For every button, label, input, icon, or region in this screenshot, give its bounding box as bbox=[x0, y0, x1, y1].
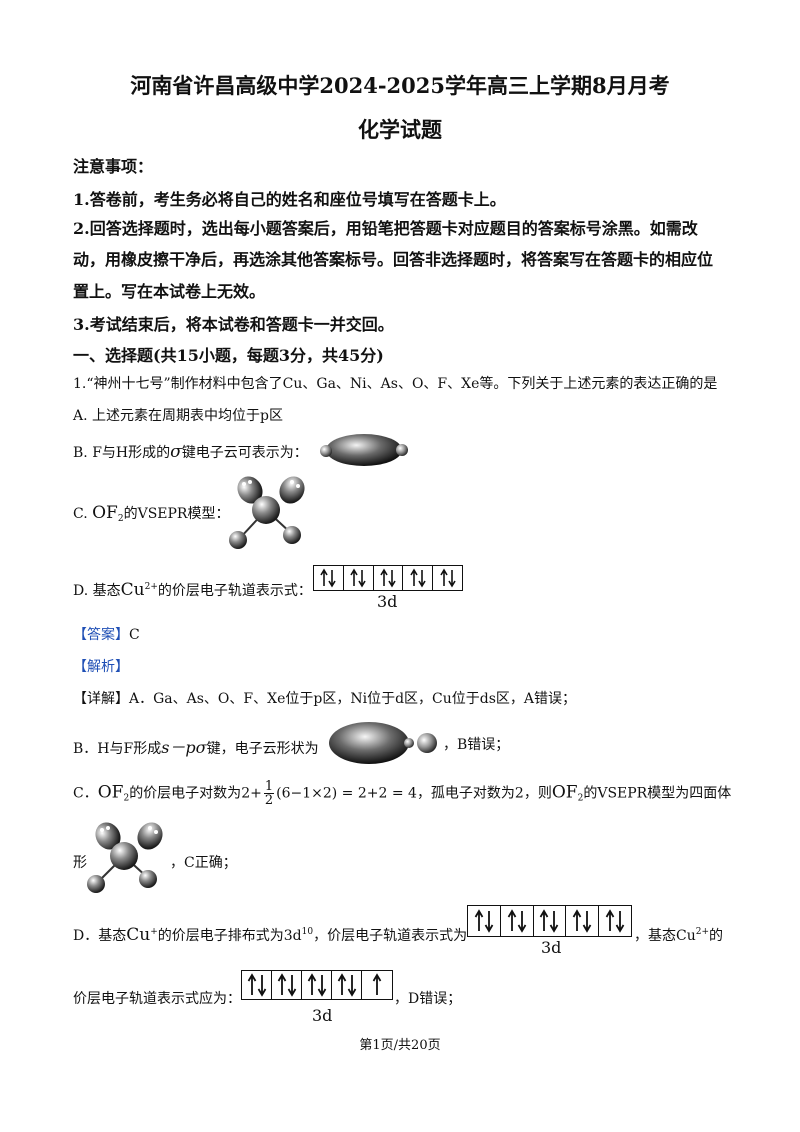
detail-b-end: ，B错误； bbox=[443, 737, 510, 753]
note-line-5: 3.考试结束后，将本试卷和答题卡一并交回。 bbox=[73, 315, 394, 334]
spin-pair-icon bbox=[350, 568, 366, 588]
spin-pair-icon bbox=[337, 973, 356, 997]
analysis-label: 【解析】 bbox=[73, 659, 129, 675]
orbital-box bbox=[468, 906, 501, 936]
spin-pair-icon bbox=[474, 909, 494, 933]
orbital-box bbox=[272, 971, 302, 999]
detail-d-line2: 价层电子轨道表示式应为： bbox=[73, 991, 241, 1007]
orbital-box bbox=[433, 566, 462, 590]
option-c: C. OF2的VSEPR模型： bbox=[73, 503, 230, 524]
orbital-box bbox=[374, 566, 404, 590]
orbital-diagram-question bbox=[313, 565, 463, 591]
orbital-label-cu-plus: 3d bbox=[541, 938, 562, 957]
spin-pair-icon bbox=[277, 973, 296, 997]
spin-pair-icon bbox=[605, 909, 625, 933]
spin-pair-icon bbox=[307, 973, 326, 997]
section-heading: 一、选择题(共15小题，每题3分，共45分) bbox=[73, 346, 384, 365]
sigma-bond-cloud-image bbox=[320, 434, 408, 466]
orbital-box bbox=[534, 906, 567, 936]
detail-d: D．基态Cu+的价层电子排布式为3d10，价层电子轨道表示式为 bbox=[73, 925, 468, 945]
detail-c-line2-start: 形 bbox=[73, 855, 87, 871]
orbital-label-question: 3d bbox=[377, 592, 398, 611]
page-title: 河南省许昌高级中学2024-2025学年高三上学期8月月考 bbox=[130, 73, 670, 98]
orbital-diagram-cu-plus bbox=[467, 905, 632, 937]
vsepr-model-image bbox=[87, 822, 163, 893]
orbital-box bbox=[362, 971, 391, 999]
spin-pair-icon bbox=[320, 568, 337, 588]
orbital-box bbox=[501, 906, 534, 936]
option-a: A. 上述元素在周期表中均位于p区 bbox=[73, 408, 283, 424]
orbital-box bbox=[599, 906, 631, 936]
detail-c-line2-end: ，C正确； bbox=[170, 855, 237, 871]
orbital-box bbox=[242, 971, 272, 999]
spin-pair-icon bbox=[540, 909, 559, 933]
orbital-diagram-cu-2plus bbox=[241, 970, 393, 1000]
spin-pair-icon bbox=[380, 568, 396, 588]
notes-heading: 注意事项： bbox=[73, 157, 154, 176]
spin-pair-icon bbox=[439, 568, 456, 588]
spin-pair-icon bbox=[410, 568, 426, 588]
option-b: B. F与H形成的σ键电子云可表示为： bbox=[73, 442, 308, 462]
orbital-box bbox=[314, 566, 344, 590]
note-line-1: 1.答卷前，考生务必将自己的姓名和座位号填写在答题卡上。 bbox=[73, 190, 506, 209]
orbital-box bbox=[302, 971, 332, 999]
spin-pair-icon bbox=[247, 973, 266, 997]
option-d: D. 基态Cu2+的价层电子轨道表示式： bbox=[73, 580, 312, 600]
note-line-3: 动，用橡皮擦干净后，再选涂其他答案标号。回答非选择题时，将答案写在答题卡的相应位 bbox=[73, 250, 714, 269]
s-p-sigma-cloud-image bbox=[329, 722, 437, 764]
note-line-2: 2.回答选择题时，选出每小题答案后，用铅笔把答题卡对应题目的答案标号涂黑。如需改 bbox=[73, 219, 698, 238]
orbital-box bbox=[332, 971, 362, 999]
detail-b: B．H与F形成s－pσ键，电子云形状为 bbox=[73, 738, 319, 757]
note-line-4: 置上。写在本试卷上无效。 bbox=[73, 282, 266, 301]
detail-d-line2-end: ，D错误； bbox=[394, 991, 462, 1007]
answer-line: 【答案】C bbox=[73, 627, 140, 643]
page-number: 第1页/共20页 bbox=[359, 1038, 441, 1053]
question-stem: 1.“神州十七号”制作材料中包含了Cu、Ga、Ni、As、O、F、Xe等。下列关… bbox=[73, 376, 718, 392]
spin-pair-icon bbox=[573, 909, 592, 933]
orbital-box bbox=[403, 566, 434, 590]
detail-a: 【详解】A．Ga、As、O、F、Xe位于p区，Ni位于d区，Cu位于ds区，A错… bbox=[73, 691, 577, 707]
orbital-label-cu-2plus: 3d bbox=[312, 1006, 333, 1025]
orbital-box bbox=[566, 906, 600, 936]
spin-up-icon bbox=[372, 973, 381, 995]
vsepr-model-image bbox=[229, 476, 305, 549]
page-subtitle: 化学试题 bbox=[358, 117, 442, 142]
orbital-box bbox=[344, 566, 374, 590]
detail-d-end: ，基态Cu2+的 bbox=[634, 927, 724, 944]
spin-pair-icon bbox=[507, 909, 526, 933]
